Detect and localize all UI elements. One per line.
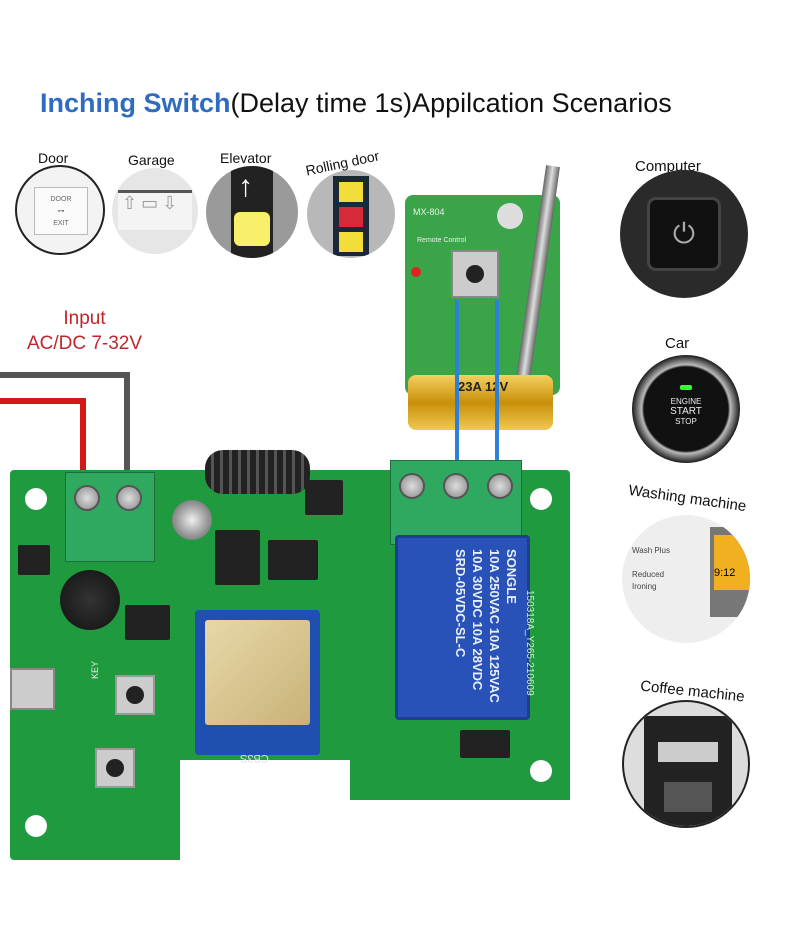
capacitor (60, 570, 120, 630)
key-icon: ⊶ (57, 208, 65, 215)
output-terminal-block (390, 460, 522, 545)
remote-push-button (451, 250, 499, 298)
micro-usb-port[interactable] (10, 668, 55, 710)
battery: 23A 12V (408, 375, 553, 430)
garage-buttons-image: ⇧▭⇩ (112, 168, 198, 254)
coil-antenna (205, 450, 310, 494)
wire-red (0, 398, 86, 404)
wire-black (0, 372, 130, 378)
rolling-door-remote-image (307, 170, 395, 258)
input-terminal-block (65, 472, 155, 562)
scenario-label-garage: Garage (128, 152, 175, 168)
page-title: Inching Switch(Delay time 1s)Appilcation… (40, 88, 672, 118)
scenario-label-car: Car (665, 335, 690, 352)
scenario-label-elevator: Elevator (220, 150, 272, 166)
reset-button[interactable] (115, 675, 155, 715)
arrow-down-icon: ⇩ (162, 193, 182, 213)
stop-icon: ▭ (141, 193, 163, 213)
wire-blue (455, 300, 459, 485)
coffee-machine-image (622, 700, 750, 828)
computer-power-button-image: ⏻ (620, 170, 748, 298)
arrow-up-icon: ↑ (238, 170, 253, 203)
scenario-label-door: Door (38, 150, 69, 166)
arrow-up-icon: ⇧ (122, 193, 142, 213)
pair-button[interactable] (95, 748, 135, 788)
scenario-label-washing-machine: Washing machine (627, 481, 748, 516)
power-icon: ⏻ (650, 200, 718, 268)
elevator-button-image: ↑ (206, 166, 298, 258)
wire-blue (495, 300, 499, 485)
door-exit-button-image: DOOR⊶EXIT (15, 165, 105, 255)
